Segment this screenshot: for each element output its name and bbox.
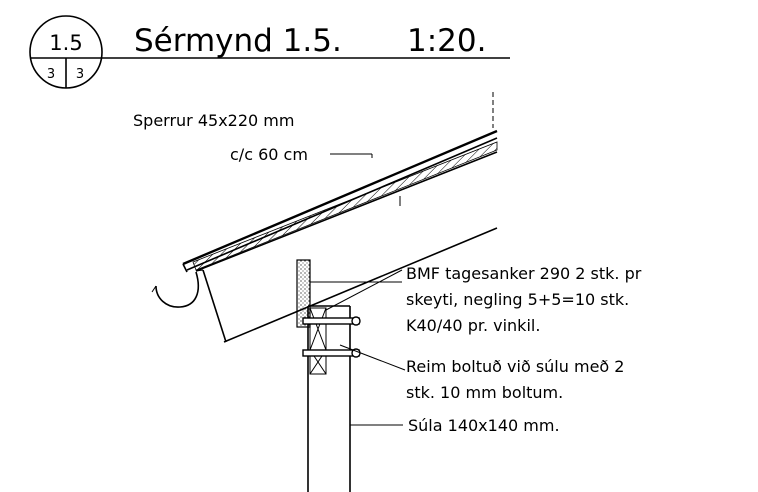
- note-strap-line1: Reim boltuð við súlu með 2: [406, 357, 624, 376]
- rafter-bottom-edge: [223, 227, 498, 343]
- note-rafters-line2: c/c 60 cm: [230, 145, 308, 164]
- roof-assembly: [151, 92, 498, 343]
- column-assembly: [296, 259, 361, 492]
- note-strap-line2: stk. 10 mm boltum.: [406, 383, 563, 402]
- bolt-lower: [302, 349, 360, 357]
- gutter: [155, 271, 200, 308]
- sheet-ref-left: 3: [47, 67, 55, 82]
- leader-lines: [310, 153, 406, 426]
- note-column: Súla 140x140 mm.: [408, 416, 560, 435]
- sheet-ref-right: 3: [76, 67, 84, 82]
- note-rafters-line1: Sperrur 45x220 mm: [133, 111, 294, 130]
- bolt-upper-head: [351, 316, 361, 326]
- sheathing-hatch: [192, 141, 498, 271]
- roofing-top-line: [182, 129, 498, 266]
- leader-anchor-diag: [325, 269, 403, 311]
- detail-heading: Sérmynd 1.5.: [134, 23, 342, 59]
- rafter-tail-line: [195, 269, 204, 272]
- gutter-lip: [151, 285, 157, 293]
- note-anchor-line3: K40/40 pr. vinkil.: [406, 316, 540, 335]
- block-upper-cross-b: [309, 307, 327, 351]
- title-block: 1.5 3 3 Sérmynd 1.5. 1:20.: [29, 15, 510, 89]
- leader-strap: [339, 344, 406, 371]
- notes: Sperrur 45x220 mm c/c 60 cm BMF tagesank…: [133, 111, 642, 435]
- note-anchor-line1: BMF tagesanker 290 2 stk. pr: [406, 264, 642, 283]
- rafter-end-cut: [202, 269, 227, 343]
- note-anchor-line2: skeyti, negling 5+5=10 stk.: [406, 290, 629, 309]
- fascia: [182, 263, 188, 273]
- bolt-upper: [302, 317, 360, 325]
- detail-number: 1.5: [49, 31, 82, 55]
- rafter-top-edge: [195, 151, 498, 272]
- wall-plate: [296, 259, 311, 328]
- detail-scale: 1:20.: [407, 23, 486, 59]
